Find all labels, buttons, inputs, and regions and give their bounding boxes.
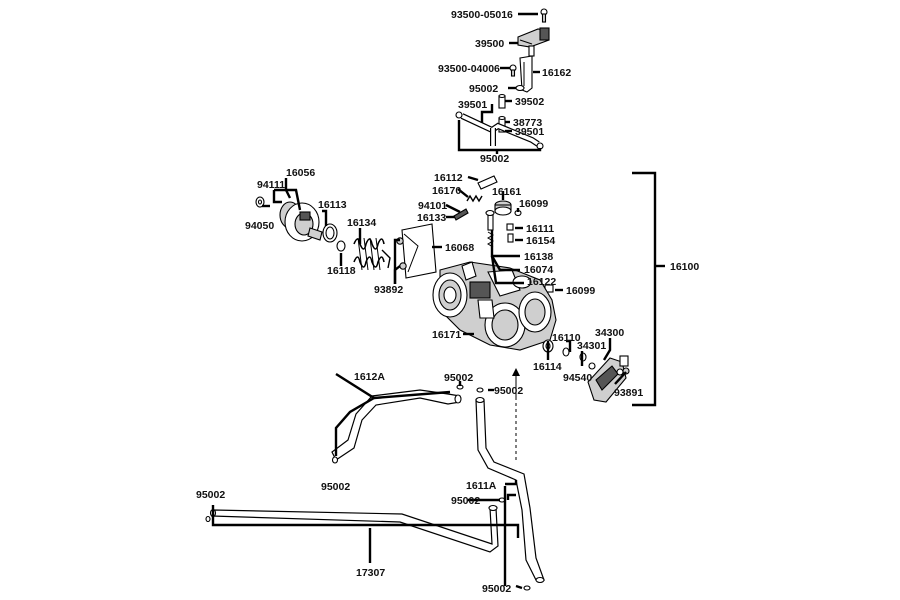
label-95002: 95002 xyxy=(444,372,473,384)
label-95002: 95002 xyxy=(480,153,509,165)
label-93500-04006: 93500-04006 xyxy=(438,63,500,75)
clamp-95002 xyxy=(515,84,525,92)
label-93891: 93891 xyxy=(614,387,643,399)
label-16100: 16100 xyxy=(670,261,699,273)
spring-16170 xyxy=(466,194,483,203)
label-16112: 16112 xyxy=(434,172,463,184)
screw-93500-04006 xyxy=(509,64,517,77)
label-95002: 95002 xyxy=(494,385,523,397)
label-39500: 39500 xyxy=(475,38,504,50)
label-1611A: 1611A xyxy=(466,480,497,492)
label-93500-05016: 93500-05016 xyxy=(451,9,513,21)
label-16056: 16056 xyxy=(286,167,315,179)
label-16099: 16099 xyxy=(519,198,548,210)
sensor-34300 xyxy=(587,355,629,403)
label-16122: 16122 xyxy=(527,276,556,288)
idle-screw-stack xyxy=(485,209,514,248)
label-16068: 16068 xyxy=(445,242,474,254)
label-16110: 16110 xyxy=(552,332,581,344)
hose-1611A xyxy=(475,396,545,584)
label-95002: 95002 xyxy=(469,83,498,95)
label-39501: 39501 xyxy=(515,126,544,138)
label-16170: 16170 xyxy=(432,185,461,197)
label-16133: 16133 xyxy=(417,212,446,224)
hose-17307 xyxy=(209,504,499,553)
label-94540: 94540 xyxy=(563,372,592,384)
clamps-95002 xyxy=(205,384,531,591)
label-39502: 39502 xyxy=(515,96,544,108)
label-94111: 94111 xyxy=(257,179,285,191)
oring-16110 xyxy=(562,347,570,357)
label-95002: 95002 xyxy=(451,495,480,507)
pulley-16056 xyxy=(279,201,323,242)
bracket-16162 xyxy=(519,55,533,93)
label-16134: 16134 xyxy=(347,217,376,229)
cap-16161 xyxy=(494,200,512,216)
screw-16133 xyxy=(453,208,469,221)
label-16099: 16099 xyxy=(566,285,595,297)
label-1612A: 1612A xyxy=(354,371,385,383)
washer-94050 xyxy=(255,196,265,208)
hose-1612A xyxy=(331,389,462,461)
bushing-16118 xyxy=(336,240,346,252)
sensor-39500 xyxy=(517,27,550,57)
label-38773: 38773 xyxy=(513,117,542,129)
label-34300: 34300 xyxy=(595,327,624,339)
label-93892: 93892 xyxy=(374,284,403,296)
label-16138: 16138 xyxy=(524,251,553,263)
label-16161: 16161 xyxy=(492,186,521,198)
label-17307: 17307 xyxy=(356,567,385,579)
fitting-39502 xyxy=(498,93,506,109)
screw-93500-05016 xyxy=(540,8,548,23)
ring-16113 xyxy=(322,223,338,243)
leader-lines xyxy=(211,12,665,590)
label-95002: 95002 xyxy=(196,489,225,501)
label-94050: 94050 xyxy=(245,220,274,232)
label-94101: 94101 xyxy=(418,200,447,212)
label-95002: 95002 xyxy=(482,583,511,595)
screw-94540 xyxy=(588,362,596,370)
label-34301: 34301 xyxy=(577,340,606,352)
label-16113: 16113 xyxy=(318,199,347,211)
label-95002: 95002 xyxy=(321,481,350,493)
bracket-16068 xyxy=(401,223,437,279)
label-16074: 16074 xyxy=(524,264,553,276)
label-16114: 16114 xyxy=(533,361,562,373)
throttle-pulley-assembly xyxy=(255,196,437,279)
label-16118: 16118 xyxy=(327,265,356,277)
part-labels: 93500-05016 39500 93500-04006 16162 9500… xyxy=(196,9,699,595)
label-16111: 16111 xyxy=(526,223,554,235)
shaft-16112 xyxy=(477,175,498,190)
label-16154: 16154 xyxy=(526,235,555,247)
label-16171: 16171 xyxy=(432,329,461,341)
label-39501: 39501 xyxy=(458,99,487,111)
throttle-small-parts xyxy=(453,175,554,293)
label-16162: 16162 xyxy=(542,67,571,79)
